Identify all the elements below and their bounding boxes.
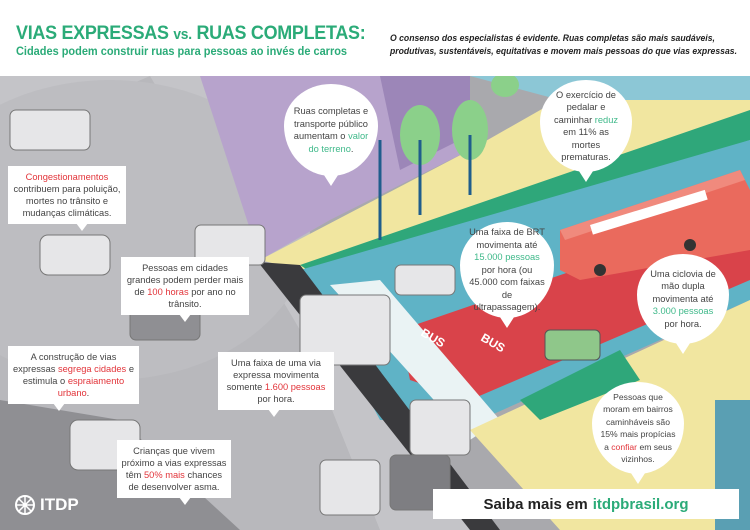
callout-hours: Pessoas em cidades grandes podem perder … <box>121 257 249 322</box>
page-subtitle: Cidades podem construir ruas para pessoa… <box>16 44 348 58</box>
callout-sprawl: A construção de vias expressas segrega c… <box>8 346 139 411</box>
callout-bikeway: Uma ciclovia de mão dupla movimenta até … <box>637 254 729 354</box>
intro-text: O consenso dos especialistas é evidente.… <box>390 33 737 57</box>
itdp-logo-icon <box>15 495 35 515</box>
callout-exercise: O exercício de pedalar e caminhar reduz … <box>540 80 632 182</box>
callout-congestion: Congestionamentos contribuem para poluiç… <box>8 166 126 231</box>
itdp-website-link[interactable]: itdpbrasil.org <box>592 495 689 513</box>
callout-land-value: Ruas completas e transporte público aume… <box>284 84 378 186</box>
itdp-logo: ITDP <box>14 494 79 516</box>
callout-lane: Uma faixa de uma via expressa movimenta … <box>218 352 334 417</box>
callout-brt: Uma faixa de BRT movimenta até 15.000 pe… <box>460 222 554 328</box>
page-title: VIAS EXPRESSAS vs. RUAS COMPLETAS: <box>16 22 366 44</box>
callout-asthma: Crianças que vivem próximo a vias expres… <box>117 440 231 505</box>
header: VIAS EXPRESSAS vs. RUAS COMPLETAS: Cidad… <box>0 0 750 76</box>
callout-trust: Pessoas que moram em bairros caminháveis… <box>592 382 684 484</box>
